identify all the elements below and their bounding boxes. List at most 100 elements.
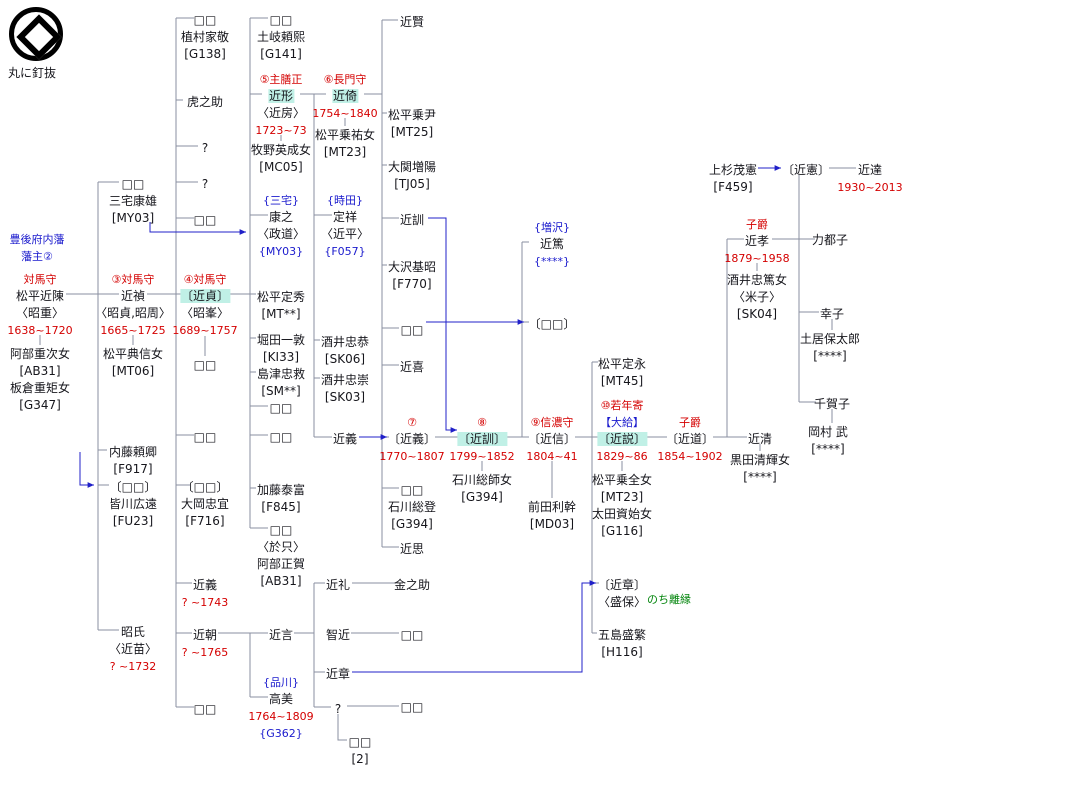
person-osawa: 大沢基昭[F770] — [388, 259, 436, 293]
person-text-line: 板倉重矩女 — [9, 381, 71, 395]
person-text-line: 智近 — [325, 628, 351, 642]
person-text-line: [MD03] — [529, 517, 575, 531]
person-text-line: 上杉茂憲 — [708, 163, 758, 177]
person-text-line: 近孝 — [744, 234, 769, 248]
person-text-line: □□ — [193, 13, 217, 27]
person-unknown11: □□ — [401, 627, 424, 644]
person-chikaatsu: {増沢}近篤{****} — [534, 219, 570, 270]
person-text-line: [KI33] — [262, 350, 300, 364]
person-text-line: 1754~1840 — [312, 107, 378, 120]
person-text-line: [****] — [813, 349, 847, 363]
person-text-line: 近禎 — [120, 289, 146, 303]
person-text-line: 近清 — [747, 432, 773, 446]
person-text-line: のち離縁 — [647, 593, 691, 606]
spouse-chikasada4: □□ — [194, 357, 217, 374]
person-text-line: 近朝 — [192, 628, 218, 642]
person-text-line: □□ — [400, 323, 424, 337]
person-unknown6: □□ — [270, 400, 293, 417]
person-text-line: 力都子 — [811, 233, 849, 247]
person-text-line: 1689~1757 — [172, 324, 238, 337]
person-text-line: [G141] — [260, 47, 302, 61]
person-text-line: [G347] — [19, 398, 61, 412]
person-text-line: [SM**] — [261, 384, 301, 398]
person-text-line: 松平乗尹 — [387, 108, 437, 122]
person-text-line: ? ~1732 — [109, 660, 157, 673]
person-text-line: 黒田清輝女 — [729, 453, 791, 467]
person-text-line: 1770~1807 — [379, 450, 445, 463]
person-text-line: 〔□□〕 — [528, 317, 576, 331]
person-text-line: 昭氏 — [120, 625, 146, 639]
person-unknown10: □□ — [401, 322, 424, 339]
person-text-line: 康之 — [268, 210, 294, 224]
person-text-line: 大関増陽 — [387, 160, 437, 174]
person-text-line: 三宅康雄 — [108, 194, 158, 208]
person-text-line: □□ — [193, 358, 217, 372]
person-text-line: 近訓 — [399, 213, 425, 227]
person-sakai-tadataka: 酒井忠崇[SK03] — [321, 372, 369, 406]
person-text-line: [F845] — [261, 500, 301, 514]
person-text-line: ⑧ — [477, 416, 487, 429]
person-text-line: 〈昭貞,昭周〉 — [95, 306, 171, 320]
person-unknown5: □□ — [194, 701, 217, 718]
person-text-line: 松平定永 — [597, 357, 647, 371]
person-text-line: ⑤主膳正 — [259, 73, 303, 86]
person-text-line: 子爵 — [746, 218, 768, 231]
person-chikakuni-birth: 近訓 — [400, 212, 424, 229]
person-text-line: {品川} — [263, 676, 299, 689]
person-text-line: 1723~73 — [255, 124, 307, 137]
person-chikako: 千賀子 — [814, 396, 850, 413]
person-unknown12: □□ — [401, 699, 424, 716]
person-text-line: 松平典信女 — [102, 347, 164, 361]
person-text-line: ④対馬守 — [183, 273, 227, 286]
person-text-line: 近思 — [399, 542, 425, 556]
person-text-line: [AB31] — [260, 574, 302, 588]
person-text-line: 定祥 — [332, 210, 358, 224]
arrowhead-icon — [87, 482, 94, 488]
person-text-line: 近章 — [325, 667, 351, 681]
person-kinnosuke: 金之助 — [394, 577, 430, 594]
person-text-line: [TJ05] — [394, 177, 430, 191]
person-text-line: 〈政道〉 — [256, 227, 306, 241]
person-text-line: [MC05] — [259, 160, 303, 174]
person-text-line: 金之助 — [393, 578, 431, 592]
person-text-line: {MY03} — [258, 245, 304, 258]
person-text-line: 大岡忠宜 — [180, 497, 230, 511]
person-text-line: 1665~1725 — [100, 324, 166, 337]
person-chikayoshi2: 近喜 — [400, 359, 424, 376]
person-chikanori-b1: 近礼 — [326, 577, 350, 594]
person-chikayoshi-birth: 近義 — [333, 431, 357, 448]
person-yasuyuki: {三宅}康之〈政道〉{MY03} — [257, 192, 305, 260]
person-text-line: 〈米子〉 — [732, 290, 782, 304]
person-chikayoshi7: ⑦〔近義〕1770~1807 — [379, 414, 444, 465]
person-text-line: 加藤泰富 — [256, 483, 306, 497]
person-sachiko: 幸子 — [820, 306, 844, 323]
person-chikasada4: ④対馬守〔近貞〕〈昭峯〉1689~1757 — [172, 271, 237, 339]
person-text-line: 皆川広遠 — [108, 497, 158, 511]
person-text-line: ⑦ — [407, 416, 417, 429]
person-text-line: □□ — [121, 177, 145, 191]
person-text-line: 〈近平〉 — [320, 227, 370, 241]
person-text-line: □□ — [400, 483, 424, 497]
person-text-line: [SK04] — [736, 307, 778, 321]
person-text-line: [F459] — [713, 180, 753, 194]
person-text-line: [MT23] — [600, 490, 644, 504]
person-text-line: 【大給】 — [600, 416, 644, 429]
arrowhead-icon — [380, 434, 387, 440]
person-text-line: 石川総登 — [387, 500, 437, 514]
person-text-line: [F716] — [185, 514, 225, 528]
person-text-line: 近賢 — [399, 15, 425, 29]
adoption-arrow-line — [79, 452, 94, 486]
person-chikanori5: ⑤主膳正近形〈近房〉1723~73 — [255, 71, 306, 139]
person-text-line: [FU23] — [112, 514, 154, 528]
person-matsudaira-sadanaga: 松平定永[MT45] — [598, 356, 646, 390]
person-text-line: [H116] — [601, 645, 643, 659]
family-crest-icon — [9, 7, 63, 61]
person-text-line: {時田} — [326, 194, 363, 207]
label-domain: 豊後府内藩藩主② — [10, 231, 65, 265]
person-uesugi: 上杉茂憲 [F459] — [709, 162, 757, 196]
person-text-line: ? — [201, 141, 209, 155]
person-unknown2: ? — [202, 176, 208, 193]
spouse-chikayori6: 松平乗祐女[MT23] — [315, 127, 375, 161]
person-goto: 五島盛繁[H116] — [598, 627, 646, 661]
